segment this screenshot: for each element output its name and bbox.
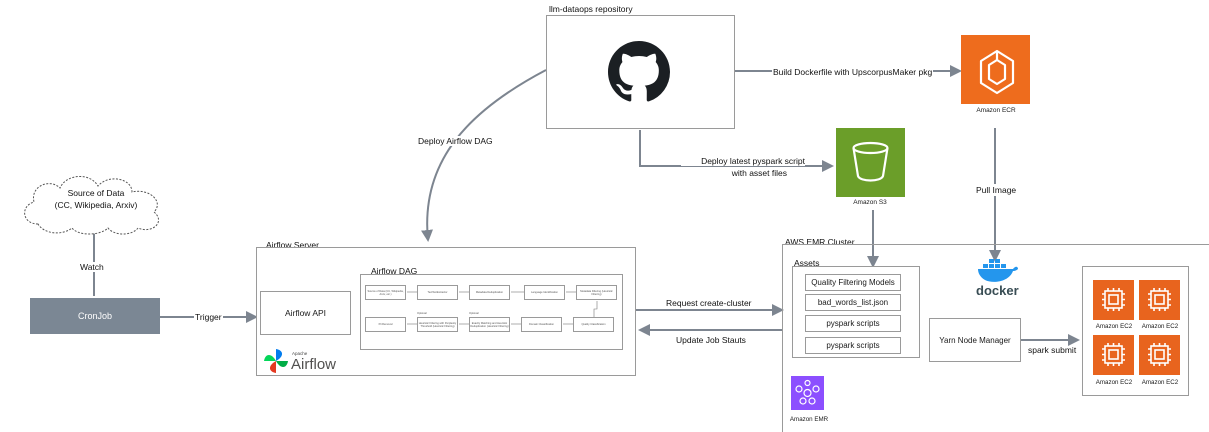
dag-optional-tag: Optional [417,312,427,315]
dag-step-dedup: Metadata Deduplication [469,285,510,300]
airflow-logo-apache: Apache [292,351,308,356]
dag-step-lang-id: Language Identification [524,285,565,300]
cronjob-label: CronJob [77,311,113,321]
emr-cluster-container [782,244,1209,432]
ec2-instance-node[interactable] [1139,280,1180,320]
s3-label: Amazon S3 [853,199,887,206]
airflow-dag-container: Source of Data (CC, Wikipedia, Arxiv, et… [360,274,623,350]
dag-step-text-extractor: TextTextExtractor [417,285,458,300]
dag-optional-tag: Optional [469,312,479,315]
source-subtitle: (CC, Wikipedia, Arxiv) [54,200,138,210]
docker-label: docker [976,283,1019,298]
ec2-label: Amazon EC2 [1095,379,1133,386]
pull-image-label: Pull Image [976,184,1017,196]
emr-label: Amazon EMR [789,416,829,423]
dag-connectors [407,291,598,325]
amazon-ecr-node[interactable] [961,35,1030,104]
airflow-logo-text: Airflow [291,356,337,373]
github-icon [608,41,670,102]
ec2-chip-icon [1102,343,1125,366]
airflow-pinwheel-icon [264,349,288,373]
ec2-chip-icon [1148,288,1171,311]
airflow-api-node[interactable]: Airflow API [260,291,351,335]
source-cloud-icon [24,176,160,235]
s3-bucket-icon [852,141,889,182]
build-docker-label: Build Dockerfile with UpscorpusMaker pkg [772,67,934,77]
deploy-dag-edge [421,69,547,242]
dag-step-metadata-filter: Metadata Filtering (Heuristic Filtering) [576,285,617,300]
yarn-label: Yarn Node Manager [939,335,1011,345]
ec2-chip-icon [1148,343,1171,366]
watch-label: Watch [80,262,104,272]
emr-cluster-icon [795,379,820,405]
ecr-label: Amazon ECR [976,107,1016,114]
emr-cluster-title: AWS EMR Cluster [785,237,855,247]
dag-step-perplexity: Heuristic Filtering with Perplexity Thre… [417,317,458,332]
asset-pyspark-scripts: pyspark scripts [805,315,901,332]
spark-submit-label: spark submit [1028,345,1077,355]
airflow-api-label: Airflow API [284,308,327,318]
yarn-node-manager[interactable]: Yarn Node Manager [929,318,1021,362]
trigger-label: Trigger [194,312,223,322]
deploy-script-label-1: Deploy latest pyspark script [681,156,805,166]
cronjob-node[interactable]: CronJob [30,298,160,334]
ec2-chip-icon [1102,288,1125,311]
dag-step-domain: Domain Classification [521,317,562,332]
dag-step-quality: Quality Classification [573,317,614,332]
asset-pyspark-scripts: pyspark scripts [805,337,901,354]
deploy-dag-label: Deploy Airflow DAG [418,136,493,146]
assets-container: Quality Filtering Models bad_words_list.… [792,266,920,358]
airflow-dag-title: Airflow DAG [371,266,418,276]
repo-container [546,15,735,129]
asset-bad-words-list: bad_words_list.json [805,294,901,311]
update-job-label: Update Job Stauts [676,335,746,345]
ec2-label: Amazon EC2 [1141,323,1179,330]
asset-quality-models: Quality Filtering Models [805,274,901,291]
deploy-script-edge [639,130,834,172]
ecr-container-icon [979,49,1015,95]
docker-whale-icon [978,259,1018,282]
source-title: Source of Data [67,188,125,198]
deploy-script-label-2: with asset files [731,168,787,178]
ec2-instance-node[interactable] [1093,335,1134,375]
repo-title: llm-dataops repository [549,4,633,14]
assets-title: Assets [794,258,820,268]
ec2-label: Amazon EC2 [1141,379,1179,386]
amazon-emr-node[interactable] [791,376,824,410]
ec2-instance-node[interactable] [1093,280,1134,320]
ec2-instance-node[interactable] [1139,335,1180,375]
request-cluster-label: Request create-cluster [666,298,752,308]
ec2-label: Amazon EC2 [1095,323,1133,330]
airflow-server-title: Airflow Server [266,240,319,250]
amazon-s3-node[interactable] [836,128,905,197]
dag-step-exact-match: Exactly Matching and Heuristic Deduplica… [469,317,510,332]
dag-step-pii: Pii Removal [365,317,406,332]
dag-step-source: Source of Data (CC, Wikipedia, Arxiv, et… [365,285,406,300]
